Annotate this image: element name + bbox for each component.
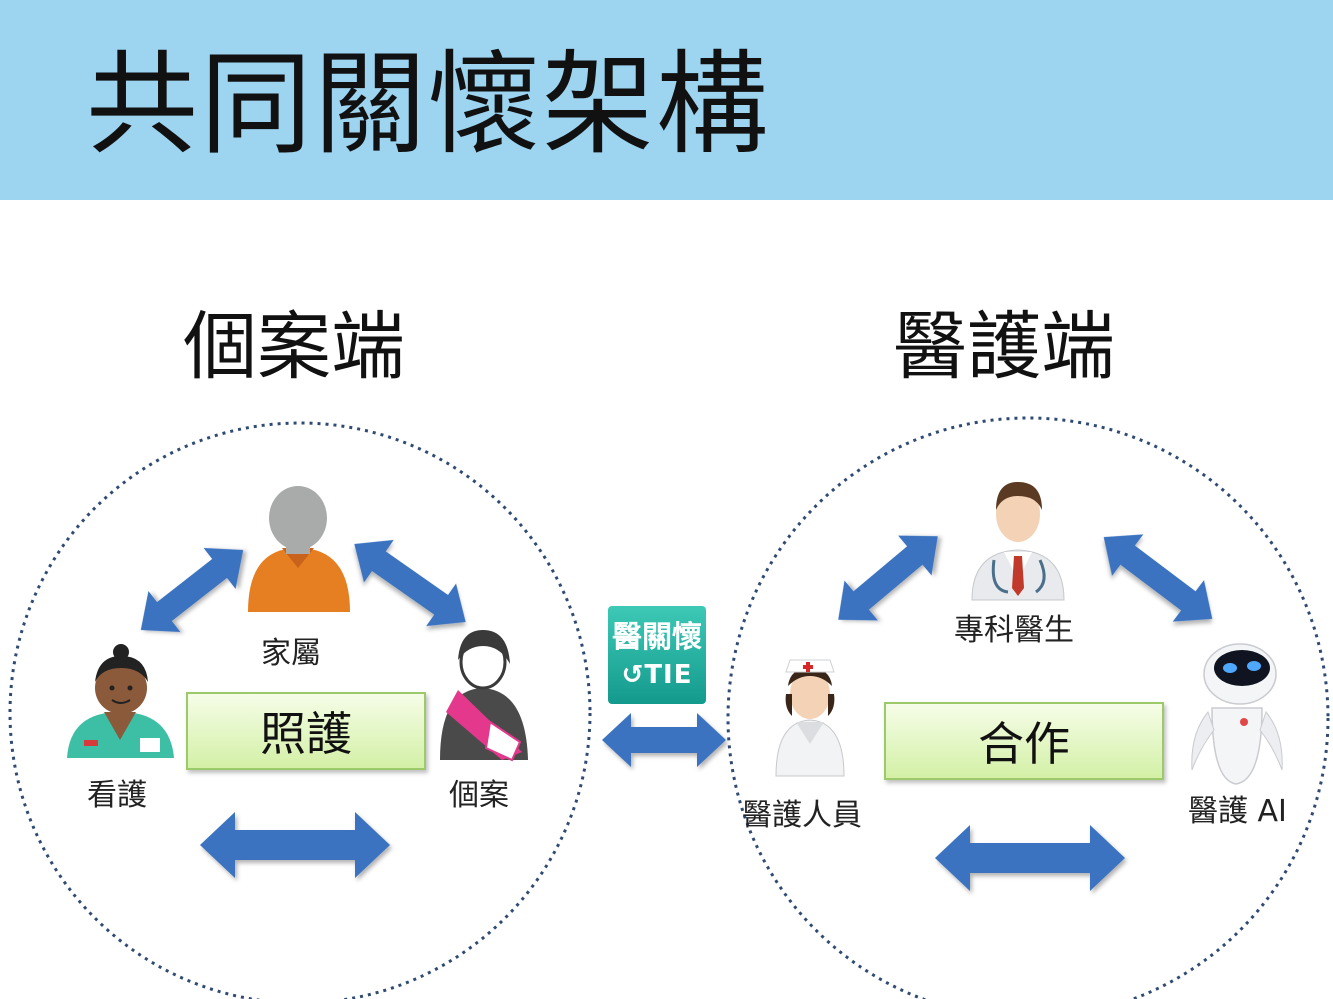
tie-swirl-icon: ↺ [621,660,645,690]
arrow-family-caregiver [140,547,244,633]
robot-ai-icon [1191,643,1283,785]
arrow-bridge [602,713,726,767]
arrow-specialist-staff [838,535,938,621]
arrow-staff-ai [935,825,1125,891]
doctor-icon [971,482,1065,601]
cooperation-box: 合作 [884,702,1164,780]
patient-side-title: 個案端 [183,304,405,390]
arrow-specialist-ai [1103,534,1213,622]
caregiver-icon [67,644,174,758]
badge-line2: ↺TIE [608,658,706,692]
arrow-caregiver-patient [200,812,390,878]
badge-line1: 醫關懷 [612,620,702,655]
node-label-caregiver: 看護 [87,778,147,813]
medical-side-circle [726,416,1330,999]
node-label-patient: 個案 [449,778,509,813]
page-title: 共同關懷架構 [86,40,770,170]
nurse-icon [775,659,845,777]
app-logo-badge: 醫關懷 ↺TIE [608,606,706,704]
node-label-medical-staff: 醫護人員 [742,798,862,833]
badge-line2-text: TIE [644,660,693,690]
node-label-specialist: 專科醫生 [954,613,1074,648]
arrow-family-patient [354,539,466,627]
patient-side-circle [8,421,592,999]
node-label-family: 家屬 [261,636,321,671]
header-banner: 共同關懷架構 [0,0,1333,200]
node-label-ai: 醫護 AI [1188,794,1287,829]
patient-icon [440,630,528,762]
care-box: 照護 [186,692,426,770]
family-icon [248,486,350,612]
medical-side-title: 醫護端 [893,304,1115,390]
